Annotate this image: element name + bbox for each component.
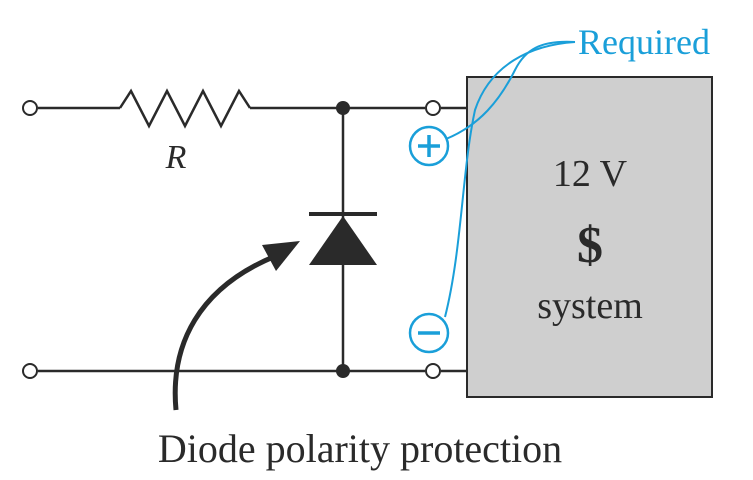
minus-marker (408, 312, 450, 354)
required-label: Required (578, 22, 710, 62)
terminal-right-bottom (425, 363, 441, 379)
resistor-symbol (118, 88, 252, 129)
required-callout-lines (444, 40, 576, 318)
system-word-label: system (537, 285, 643, 327)
terminal-right-top (425, 100, 441, 116)
diode-icon (309, 212, 377, 265)
junction-bottom (336, 364, 350, 378)
caption: Diode polarity protection (158, 426, 562, 471)
system-voltage-label: 12 V (553, 153, 628, 195)
plus-marker (408, 125, 450, 167)
terminal-left-top (22, 100, 38, 116)
resistor-label: R (165, 139, 187, 176)
dollar-sign-label: $ (577, 217, 603, 274)
system-box (466, 76, 713, 398)
curved-arrow-icon (172, 241, 300, 411)
top-wire (38, 88, 467, 129)
junction-top (336, 101, 350, 115)
terminal-left-bottom (22, 363, 38, 379)
